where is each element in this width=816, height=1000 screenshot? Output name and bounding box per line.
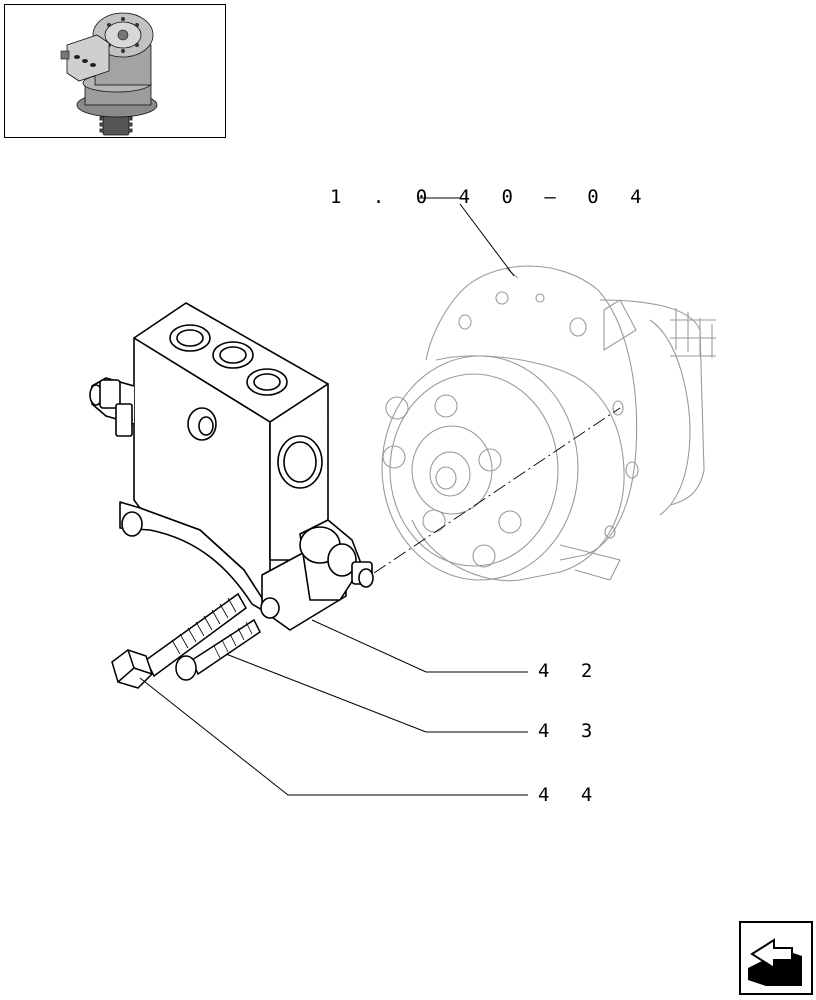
reference-label[interactable]: 1 . 0 4 0 — 0 4 bbox=[330, 186, 652, 208]
callout-42[interactable]: 4 2 bbox=[538, 660, 603, 682]
hydraulic-motor-ghost bbox=[381, 265, 716, 582]
short-bolt bbox=[175, 618, 261, 681]
long-bolt bbox=[111, 592, 247, 689]
callout-44[interactable]: 4 4 bbox=[538, 784, 603, 806]
hydraulic-motor-assembly-icon bbox=[60, 12, 158, 136]
callout-leaders bbox=[139, 619, 528, 796]
assembly-centerline bbox=[373, 407, 621, 574]
assembly-thumbnail[interactable] bbox=[4, 4, 226, 138]
valve-block bbox=[89, 302, 374, 631]
next-page-button[interactable] bbox=[738, 920, 814, 996]
reference-leader-line bbox=[459, 203, 515, 277]
callout-43[interactable]: 4 3 bbox=[538, 720, 603, 742]
next-page-arrow-icon bbox=[739, 921, 813, 995]
